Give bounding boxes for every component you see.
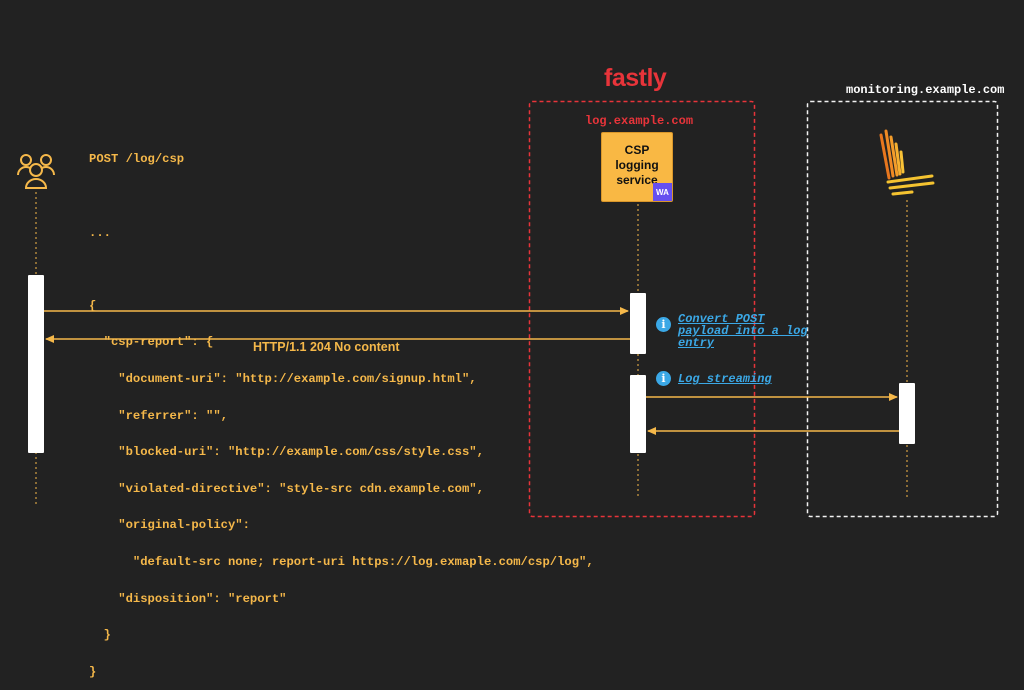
- csp-logging-service-box: CSP logging service WA: [601, 132, 673, 202]
- service-activation-bar-2: [630, 375, 646, 453]
- service-label-line: logging: [615, 158, 659, 172]
- fastly-boundary: [528, 100, 756, 518]
- service-label-line: CSP: [624, 143, 650, 157]
- code-line: "document-uri": "http://example.com/sign…: [89, 371, 477, 386]
- request-payload: POST /log/csp ... { "csp-report": { "doc…: [89, 129, 594, 690]
- users-icon: [17, 154, 55, 189]
- response-label: HTTP/1.1 204 No content: [253, 340, 400, 354]
- code-line: "original-policy":: [89, 518, 250, 533]
- info-icon: i: [656, 371, 671, 386]
- code-line: "violated-directive": "style-src cdn.exa…: [89, 481, 484, 496]
- info-icon: i: [656, 317, 671, 332]
- service-label-line: service: [616, 173, 658, 187]
- code-line: "referrer": "",: [89, 408, 228, 423]
- code-line: "default-src none; report-uri https://lo…: [89, 554, 594, 569]
- log-host-label: log.example.com: [585, 114, 694, 128]
- code-line: [89, 263, 594, 275]
- monitoring-tool-icon: [879, 129, 935, 196]
- code-line: }: [89, 628, 111, 643]
- code-line: {: [89, 298, 97, 313]
- service-activation-bar-1: [630, 293, 646, 354]
- code-line: "disposition": "report": [89, 591, 287, 606]
- monitoring-activation-bar: [899, 383, 915, 444]
- monitoring-boundary: [806, 100, 999, 518]
- client-activation-bar: [28, 275, 44, 453]
- convert-note: Convert POST payload into a log entry: [678, 312, 808, 350]
- code-line: [89, 190, 594, 202]
- monitoring-host-label: monitoring.example.com: [846, 83, 1005, 97]
- code-line: "blocked-uri": "http://example.com/css/s…: [89, 445, 484, 460]
- code-line: "csp-report": {: [89, 335, 214, 350]
- code-line: ...: [89, 225, 111, 240]
- webassembly-badge: WA: [653, 183, 672, 201]
- streaming-note: Log streaming: [678, 372, 772, 386]
- code-line: POST /log/csp: [89, 152, 185, 167]
- sequence-diagram: [17, 100, 999, 518]
- code-line: }: [89, 664, 97, 679]
- fastly-logo: fastly: [604, 64, 667, 92]
